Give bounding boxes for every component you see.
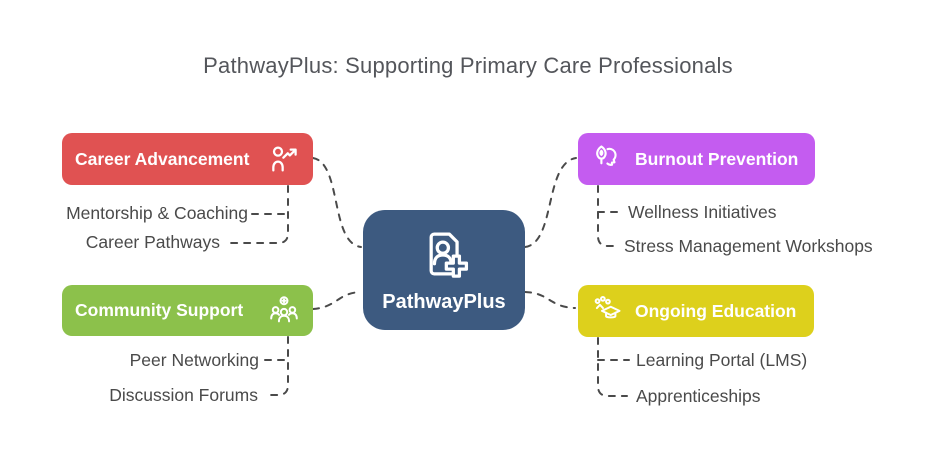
connector-burnout-children xyxy=(597,185,620,247)
node-burnout-prevention-label: Burnout Prevention xyxy=(635,148,799,169)
node-ongoing-education: Ongoing Education xyxy=(578,285,814,337)
graduation-cap-icon xyxy=(591,295,623,327)
leaf-stress-management-workshops: Stress Management Workshops xyxy=(624,236,873,256)
connector-education-children xyxy=(597,337,628,397)
leaf-peer-networking: Peer Networking xyxy=(129,350,259,370)
connector-community-to-center xyxy=(312,291,362,310)
connector-community-children xyxy=(264,336,289,396)
diagram-title: PathwayPlus: Supporting Primary Care Pro… xyxy=(203,53,733,78)
head-flame-icon xyxy=(591,143,623,175)
leaf-career-pathways: Career Pathways xyxy=(85,232,220,252)
leaf-apprenticeships: Apprenticeships xyxy=(636,386,761,406)
connector-center-to-education xyxy=(524,291,576,309)
people-group-plus-icon xyxy=(268,295,300,327)
leaf-discussion-forums: Discussion Forums xyxy=(109,385,258,405)
node-community-support: Community Support xyxy=(62,285,313,336)
leaf-learning-portal: Learning Portal (LMS) xyxy=(636,350,808,370)
connector-career-children xyxy=(226,185,289,244)
node-burnout-prevention: Burnout Prevention xyxy=(578,133,815,185)
leaf-wellness-initiatives: Wellness Initiatives xyxy=(628,202,777,222)
leaf-mentorship-coaching: Mentorship & Coaching xyxy=(66,203,248,223)
center-node-label: PathwayPlus xyxy=(382,291,506,313)
person-growth-arrow-icon xyxy=(268,143,300,175)
connector-career-to-center xyxy=(312,157,362,248)
node-ongoing-education-label: Ongoing Education xyxy=(635,300,797,321)
connector-center-to-burnout xyxy=(524,157,577,248)
node-career-advancement-label: Career Advancement xyxy=(75,148,250,169)
center-node-pathwayplus: PathwayPlus xyxy=(363,210,525,330)
node-community-support-label: Community Support xyxy=(75,300,244,320)
user-file-plus-icon xyxy=(416,226,472,288)
node-career-advancement: Career Advancement xyxy=(62,133,313,185)
